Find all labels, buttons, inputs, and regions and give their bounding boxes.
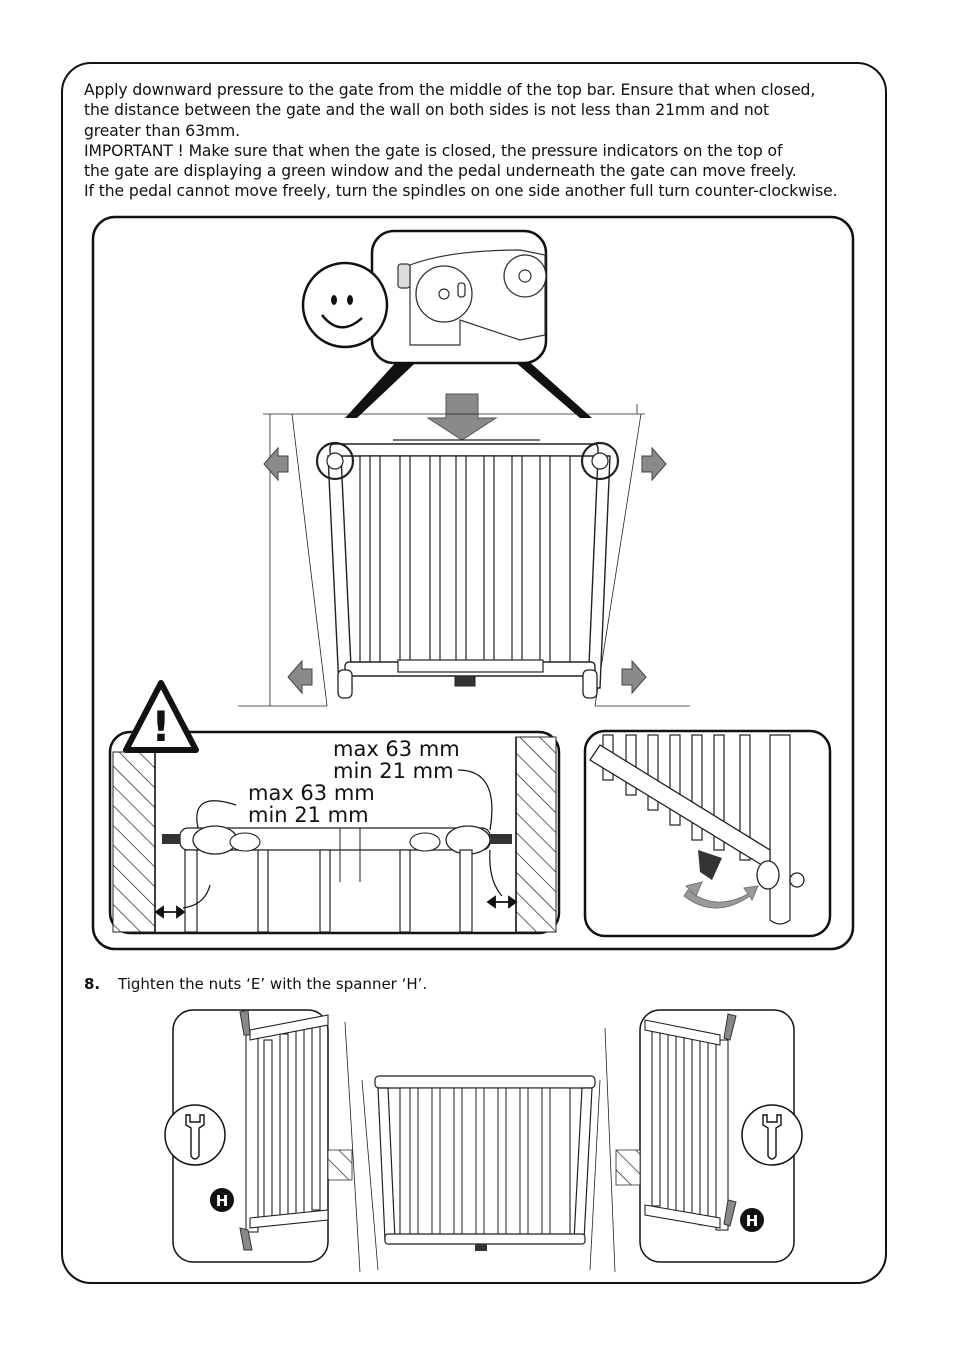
pressure-indicator-zoom [345,229,592,418]
instruction-line-3: greater than 63mm. [84,121,240,140]
tool-badge-left: H [216,1192,229,1210]
instruction-line-6: If the pedal cannot move freely, turn th… [84,182,838,201]
left-max-label: max 63 mm [248,781,375,805]
rotate-arrow-icon [683,881,759,909]
wall-gap-inset [108,730,561,935]
instruction-text: Apply downward pressure to the gate from… [84,80,884,202]
step-number: 8. [84,975,101,993]
step8-right-illustration [604,1009,795,1273]
warning-triangle-icon [123,680,199,753]
instruction-line-2: the distance between the gate and the wa… [84,101,770,120]
pedal-inset [583,729,832,938]
page-frame [61,62,887,1284]
step8-center-illustration [361,1075,601,1271]
gap-arrow-left [154,905,186,919]
spanner-icon-right [741,1104,803,1166]
instruction-line-1: Apply downward pressure to the gate from… [84,81,816,99]
down-arrow-icon [426,393,498,441]
illustration-panel [91,215,855,951]
right-min-label: min 21 mm [333,759,454,783]
smiley-face-icon [301,261,389,349]
warning-symbol: ! [151,702,170,751]
tool-badge-left-icon [210,1188,234,1212]
tool-badge-right: H [746,1212,759,1230]
right-max-label: max 63 mm [333,737,460,761]
outward-arrows [263,446,667,695]
step-8: 8. Tighten the nuts ‘E’ with the spanner … [84,975,427,993]
left-min-label: min 21 mm [248,803,369,827]
gate-front-view [238,404,690,707]
instruction-line-4: IMPORTANT ! Make sure that when the gate… [84,141,783,160]
spanner-icon [164,1104,226,1166]
gap-arrow-right [486,895,518,909]
step-text: Tighten the nuts ‘E’ with the spanner ‘H… [118,975,428,993]
tool-badge-right-icon [740,1208,764,1232]
instruction-line-5: the gate are displaying a green window a… [84,162,797,181]
